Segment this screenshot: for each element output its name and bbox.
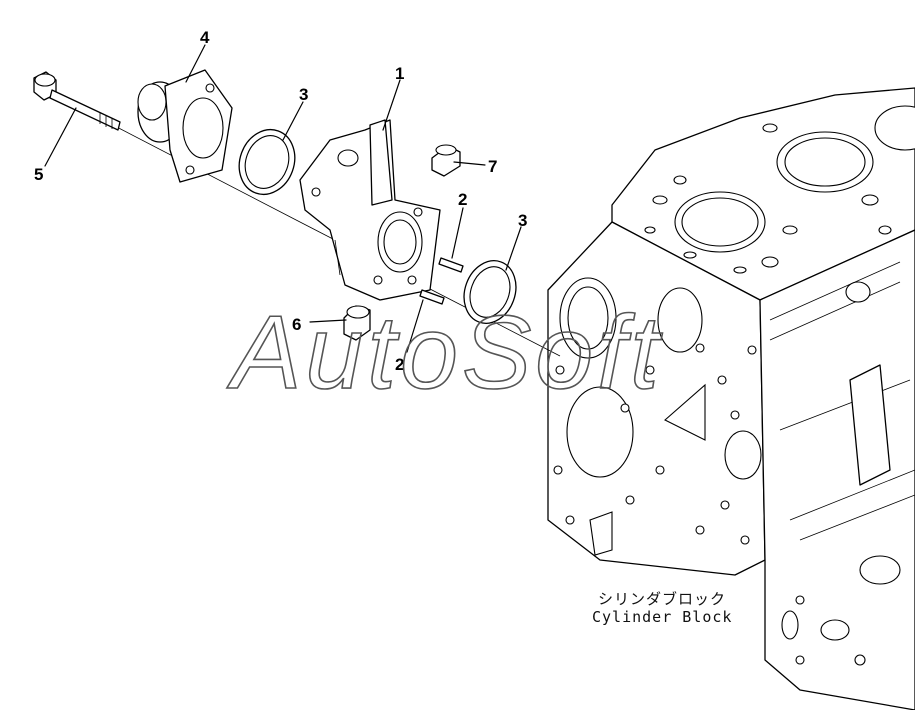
pipe-flange-part-4 [137, 69, 233, 183]
plug-part-6 [343, 305, 371, 341]
bolt-part-5 [33, 71, 121, 131]
callout-3-upper: 3 [299, 85, 308, 104]
cylinder-block-label-jp: シリンダブロック [598, 590, 726, 608]
cylinder-block [547, 87, 915, 710]
callout-4: 4 [200, 28, 210, 47]
watermark-text: AutoSoft [226, 295, 663, 411]
leader-lines [44, 44, 522, 353]
callout-2-lower: 2 [395, 355, 404, 374]
dowel-pin-part-2-lower [419, 289, 445, 305]
callout-1: 1 [395, 64, 404, 83]
housing-part-1 [299, 119, 441, 301]
dowel-pin-part-2-upper [438, 257, 464, 273]
o-ring-part-3-lower [463, 260, 517, 324]
callout-7: 7 [488, 157, 497, 176]
callout-3-lower: 3 [518, 211, 527, 230]
cylinder-block-label-en: Cylinder Block [592, 608, 732, 626]
callout-2-upper: 2 [458, 190, 467, 209]
callout-5: 5 [34, 165, 43, 184]
callout-6: 6 [292, 315, 301, 334]
o-ring-part-3-upper [238, 128, 296, 196]
plug-part-7 [431, 144, 461, 177]
